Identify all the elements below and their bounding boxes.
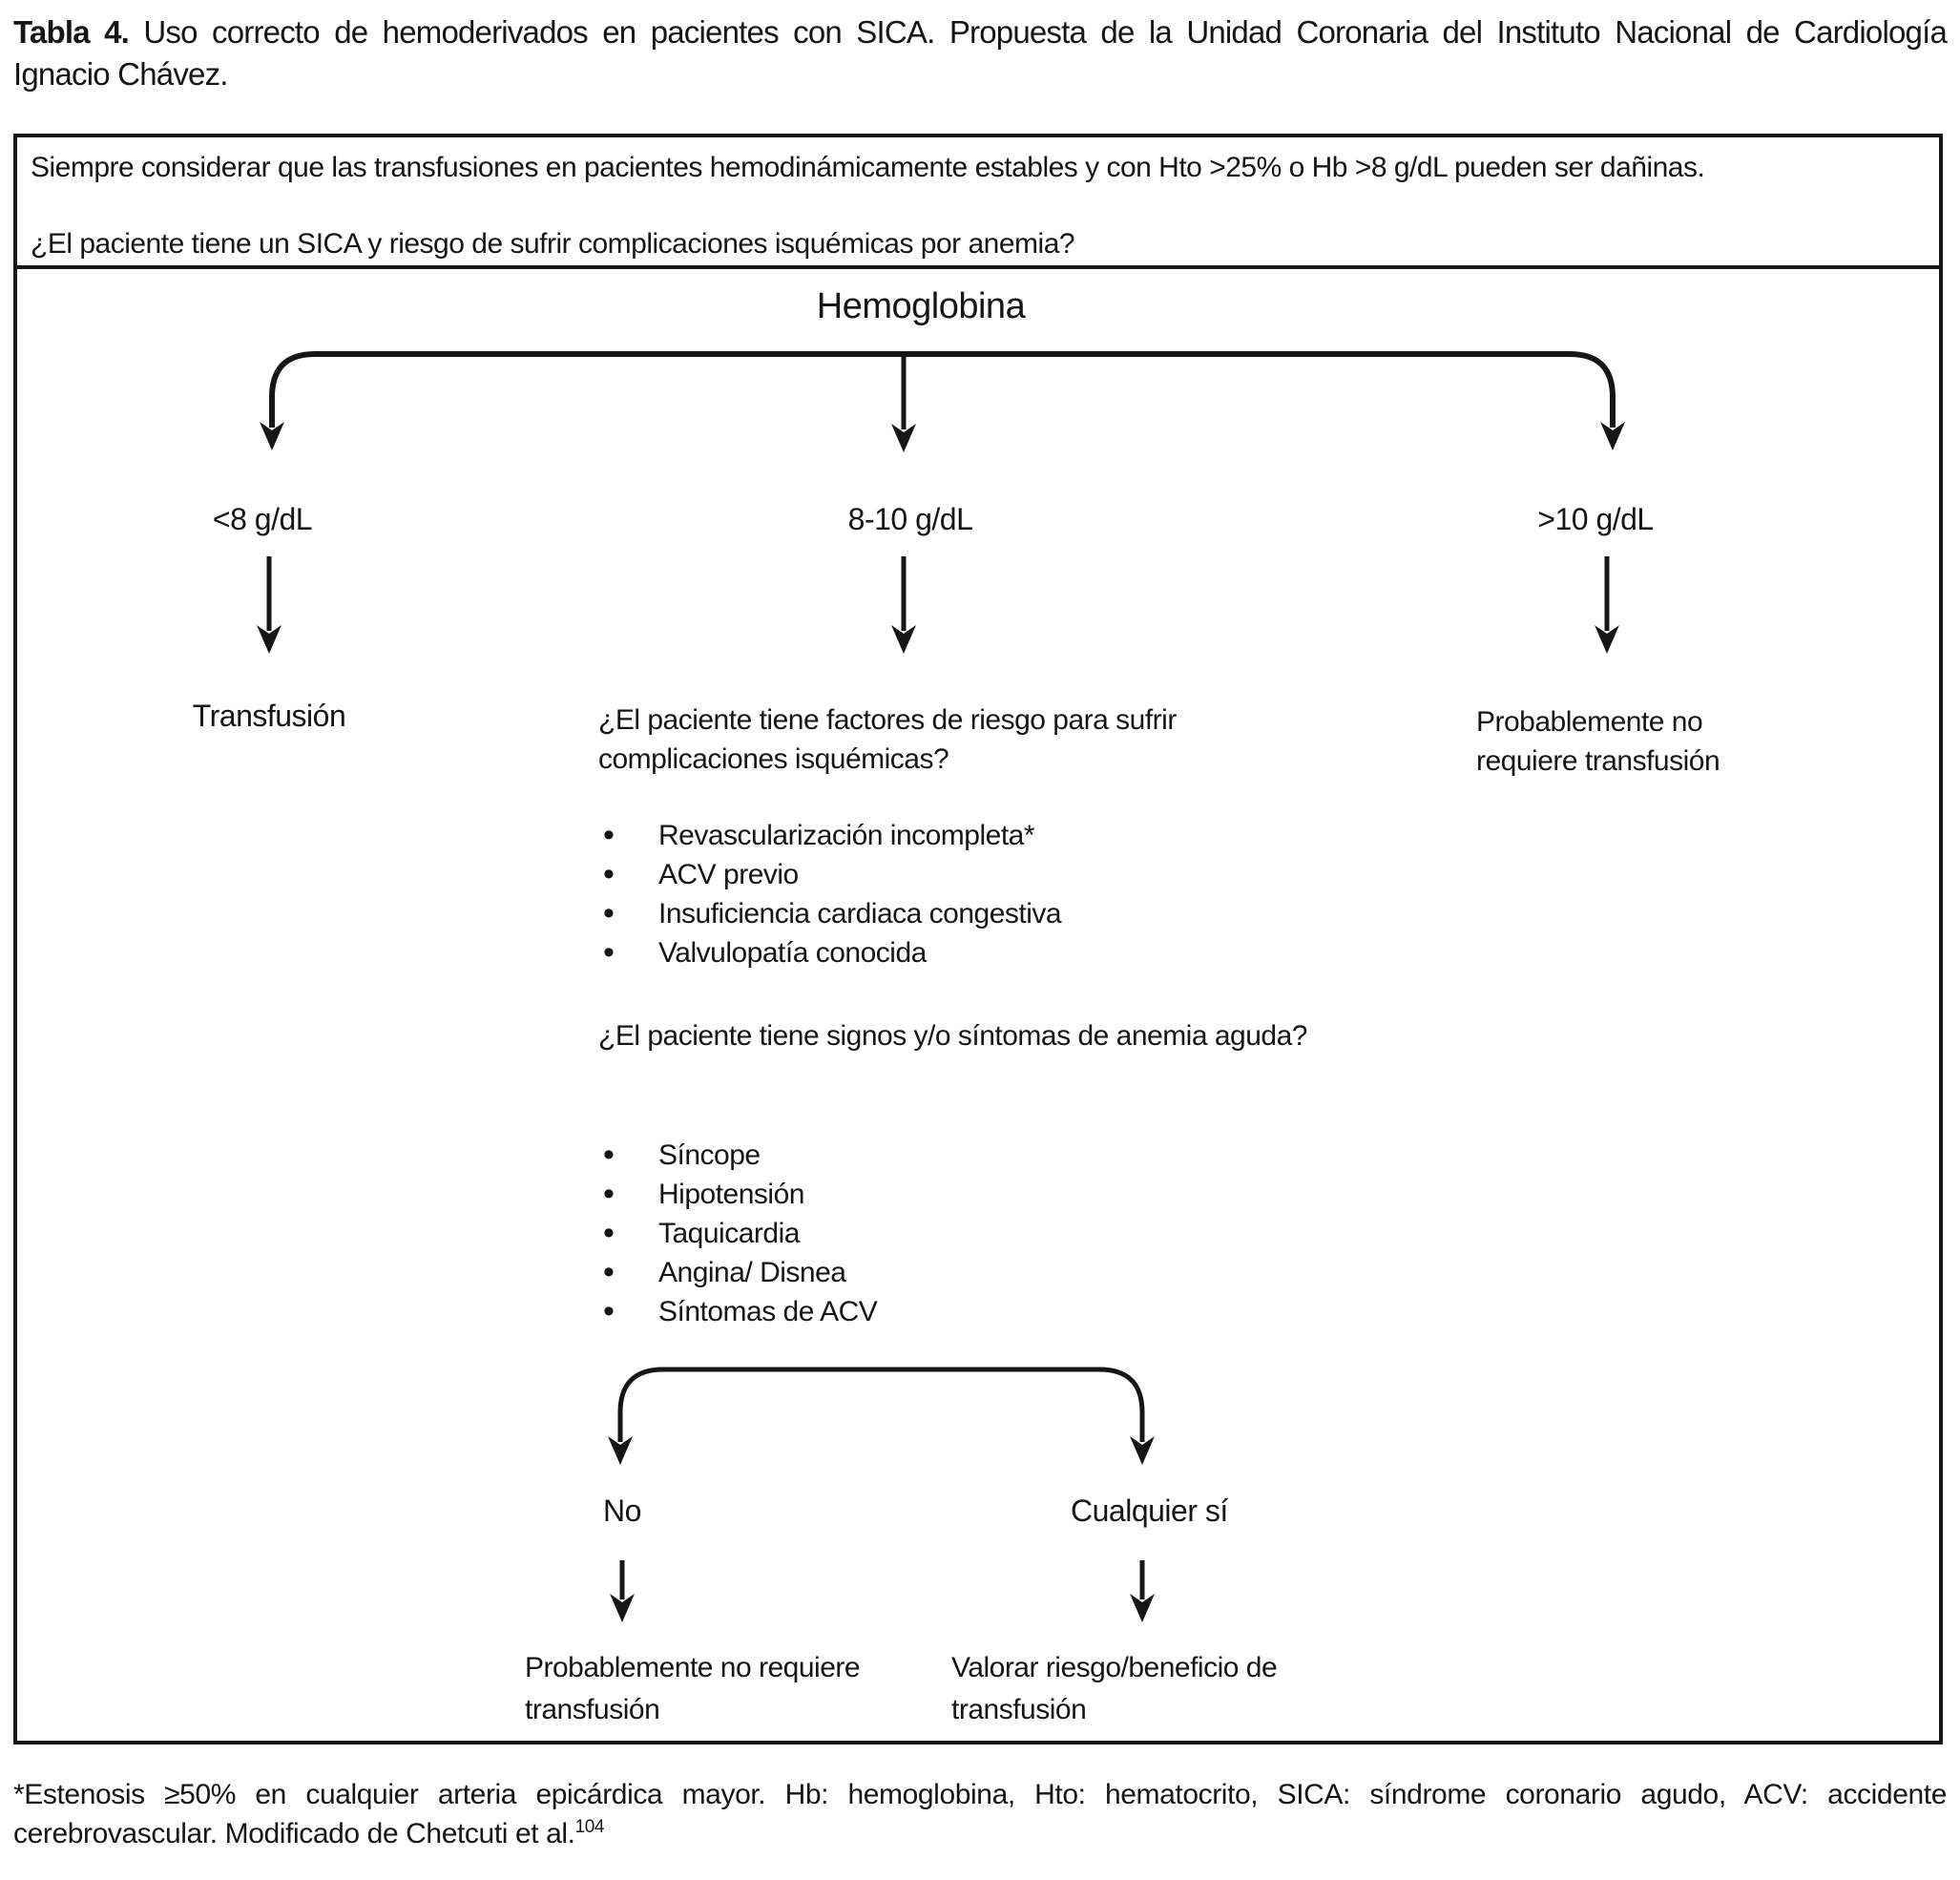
arrow-down-icon <box>891 625 916 654</box>
symptom-list: Síncope Hipotensión Taquicardia Angina/ … <box>601 1136 1326 1331</box>
screening-question: ¿El paciente tiene un SICA y riesgo de s… <box>31 228 1075 260</box>
outcome-transfusion: Transfusión <box>192 699 346 733</box>
outcome-right-no-transfusion: Probablemente no requiere transfusión <box>1476 706 1720 777</box>
arrow-down-icon <box>260 422 284 450</box>
risk-factor-list: Revascularización incompleta* ACV previo… <box>601 816 1326 972</box>
footnote-text: cerebrovascular. Modificado de Chetcuti … <box>13 1818 575 1849</box>
list-item: ACV previo <box>601 855 1326 894</box>
caption-text: Uso correcto de hemoderivados en pacient… <box>143 14 1948 50</box>
caption-line2: Ignacio Chávez. <box>13 56 228 92</box>
flow-connectors <box>257 351 1625 1622</box>
reference-number: 104 <box>574 1817 605 1837</box>
list-item: Hipotensión <box>601 1175 1326 1214</box>
footnote: *Estenosis ≥50% en cualquier arteria epi… <box>13 1775 1947 1853</box>
footnote-line1: *Estenosis ≥50% en cualquier arteria epi… <box>13 1779 1947 1810</box>
footnote-line2: cerebrovascular. Modificado de Chetcuti … <box>13 1814 1947 1853</box>
list-item: Taquicardia <box>601 1214 1326 1253</box>
caption-line1: Tabla 4. Uso correcto de hemoderivados e… <box>13 11 1948 53</box>
caption-label: Tabla 4. <box>13 14 130 50</box>
arrow-down-icon <box>608 1436 633 1465</box>
hb-mid-label: 8-10 g/dL <box>847 502 973 536</box>
branch-bracket <box>269 351 1616 428</box>
list-item: Síntomas de ACV <box>601 1292 1326 1331</box>
outcome-no-transfusion-final: Probablemente no requiere transfusión <box>525 1652 861 1725</box>
list-item: Síncope <box>601 1136 1326 1175</box>
arrow-down-icon <box>1600 422 1625 450</box>
list-item: Insuficiencia cardiaca congestiva <box>601 894 1326 933</box>
outcome-risk-benefit: Valorar riesgo/beneficio de transfusión <box>951 1652 1278 1725</box>
arrow-down-icon <box>610 1594 635 1622</box>
root-label: Hemoglobina <box>816 286 1026 326</box>
list-item: Valvulopatía conocida <box>601 933 1326 972</box>
list-item: Revascularización incompleta* <box>601 816 1326 855</box>
symptoms-question: ¿El paciente tiene signos y/o síntomas d… <box>598 1020 1307 1052</box>
sub-bracket <box>617 1367 1145 1442</box>
header-box: Siempre considerar que las transfusiones… <box>13 134 1943 269</box>
no-label: No <box>603 1494 641 1528</box>
warning-text: Siempre considerar que las transfusiones… <box>31 152 1705 183</box>
arrow-down-icon <box>1130 1594 1155 1622</box>
arrow-down-icon <box>1130 1436 1155 1465</box>
list-item: Angina/ Disnea <box>601 1253 1326 1292</box>
table-caption: Tabla 4. Uso correcto de hemoderivados e… <box>13 11 1948 95</box>
arrow-down-icon <box>1595 625 1619 654</box>
flowchart-box: Hemoglobina <8 g/dL 8-10 g/dL >10 g/dL T… <box>13 269 1943 1744</box>
yes-label: Cualquier sí <box>1071 1494 1228 1528</box>
hb-high-label: >10 g/dL <box>1537 502 1654 536</box>
arrow-down-icon <box>891 424 916 452</box>
hb-low-label: <8 g/dL <box>212 502 313 536</box>
arrow-down-icon <box>257 625 281 654</box>
risk-question: ¿El paciente tiene factores de riesgo pa… <box>598 704 1177 775</box>
